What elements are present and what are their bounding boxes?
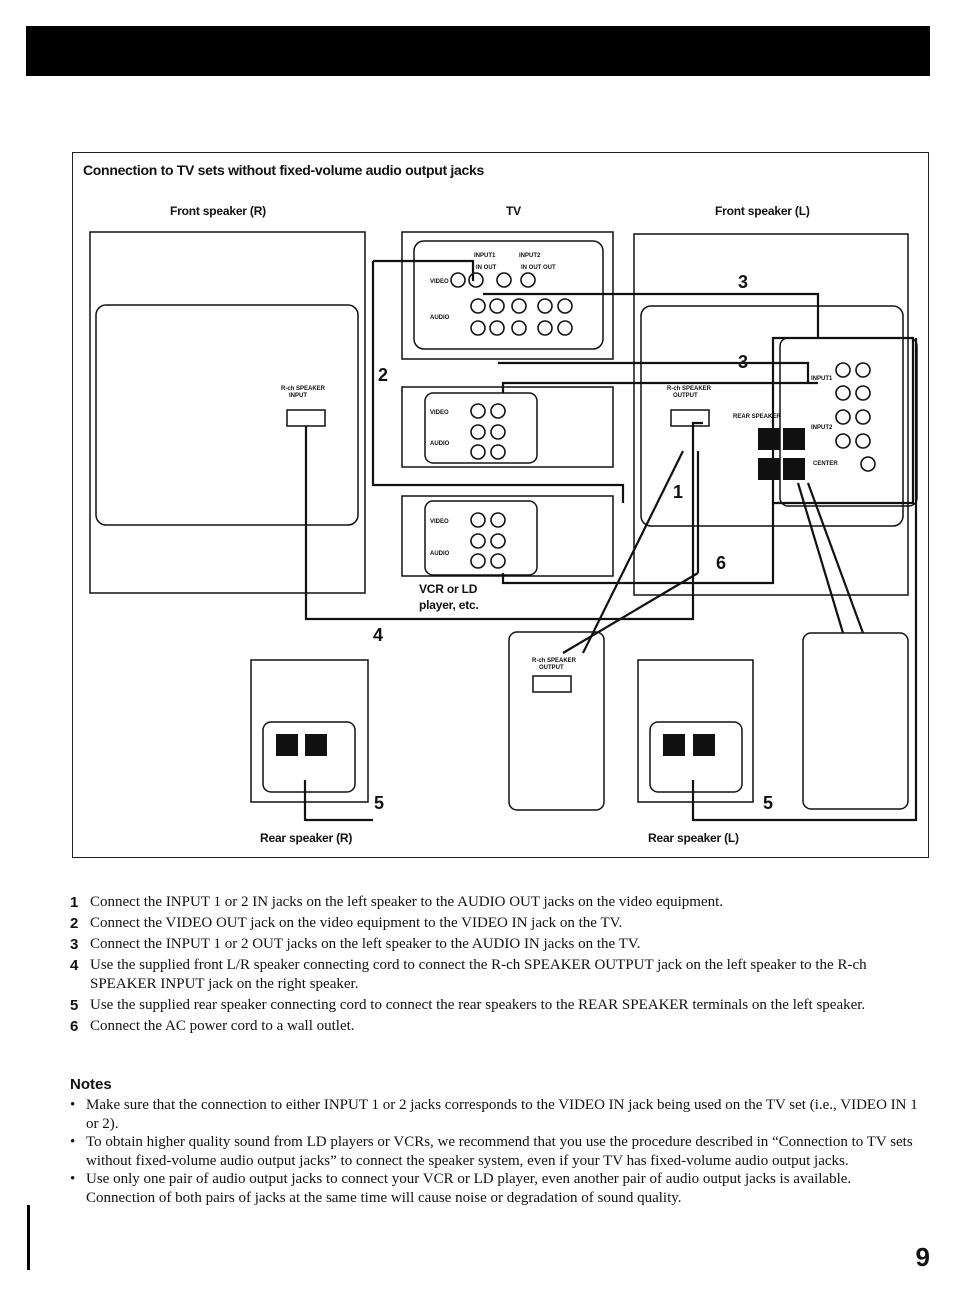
header-bar bbox=[26, 26, 930, 76]
rch-speaker-input-jack bbox=[286, 409, 326, 427]
note-item: • To obtain higher quality sound from LD … bbox=[70, 1133, 920, 1170]
speaker-terminals bbox=[276, 428, 805, 756]
cables bbox=[303, 259, 918, 822]
label-rear-speaker-r: Rear speaker (R) bbox=[260, 831, 353, 845]
svg-text:INPUT2: INPUT2 bbox=[519, 253, 541, 259]
vcr1-panel bbox=[424, 392, 538, 464]
rear-speaker-l-body bbox=[637, 659, 754, 803]
label-front-speaker-r: Front speaker (R) bbox=[170, 204, 266, 218]
step-text: Connect the INPUT 1 or 2 OUT jacks on th… bbox=[90, 936, 641, 952]
step-item: 1 Connect the INPUT 1 or 2 IN jacks on th… bbox=[70, 893, 920, 912]
step-item: 5 Use the supplied rear speaker connectin… bbox=[70, 996, 920, 1015]
svg-text:AUDIO: AUDIO bbox=[430, 551, 450, 557]
diagram-title: Connection to TV sets without fixed-volu… bbox=[83, 162, 484, 178]
note-text: To obtain higher quality sound from LD p… bbox=[86, 1134, 913, 1169]
margin-bar bbox=[27, 1205, 30, 1270]
rear-speaker-r-terminal bbox=[262, 721, 356, 793]
rear-speaker-r-body bbox=[250, 659, 369, 803]
svg-text:3: 3 bbox=[738, 272, 748, 292]
step-text: Use the supplied front L/R speaker conne… bbox=[90, 957, 867, 992]
rch-speaker-output-jack bbox=[670, 409, 710, 427]
vcr2-body bbox=[401, 495, 614, 577]
step-number: 6 bbox=[70, 1018, 79, 1035]
svg-text:INPUT2: INPUT2 bbox=[811, 425, 833, 431]
step-number: 4 bbox=[70, 957, 79, 974]
step-text: Use the supplied rear speaker connecting… bbox=[90, 997, 866, 1013]
front-speaker-r-body bbox=[89, 231, 366, 594]
label-vcr-ld-2: player, etc. bbox=[419, 598, 479, 612]
connection-diagram: Connection to TV sets without fixed-volu… bbox=[72, 152, 929, 858]
notes-list: • Make sure that the connection to either… bbox=[70, 1096, 920, 1207]
svg-text:R-ch SPEAKER: R-ch SPEAKER bbox=[667, 386, 712, 392]
svg-text:IN OUT: IN OUT bbox=[476, 265, 497, 271]
svg-text:R-ch SPEAKER: R-ch SPEAKER bbox=[532, 658, 577, 664]
tv-body bbox=[401, 231, 614, 360]
label-rear-speaker-l: Rear speaker (L) bbox=[648, 831, 739, 845]
step-text: Connect the AC power cord to a wall outl… bbox=[90, 1018, 355, 1034]
step-number: 5 bbox=[70, 997, 79, 1014]
front-speaker-l-body bbox=[633, 233, 909, 596]
svg-text:2: 2 bbox=[378, 365, 388, 385]
svg-text:5: 5 bbox=[763, 793, 773, 813]
note-item: • Make sure that the connection to either… bbox=[70, 1096, 920, 1133]
rch-output-detail bbox=[508, 631, 605, 811]
svg-text:6: 6 bbox=[716, 553, 726, 573]
svg-text:IN OUT OUT: IN OUT OUT bbox=[521, 265, 556, 271]
vcr2-panel bbox=[424, 500, 538, 576]
label-vcr-ld-1: VCR or LD bbox=[419, 582, 478, 596]
svg-text:4: 4 bbox=[373, 625, 383, 645]
step-number: 1 bbox=[70, 894, 79, 911]
svg-text:VIDEO: VIDEO bbox=[430, 279, 449, 285]
svg-text:R-ch SPEAKER: R-ch SPEAKER bbox=[281, 386, 326, 392]
tv-jacks bbox=[450, 272, 876, 569]
step-number: 3 bbox=[70, 936, 79, 953]
steps-list: 1 Connect the INPUT 1 or 2 IN jacks on th… bbox=[70, 893, 920, 1038]
svg-text:INPUT1: INPUT1 bbox=[474, 253, 496, 259]
svg-text:VIDEO: VIDEO bbox=[430, 410, 449, 416]
svg-text:5: 5 bbox=[374, 793, 384, 813]
notes-title: Notes bbox=[70, 1076, 112, 1093]
step-item: 4 Use the supplied front L/R speaker conn… bbox=[70, 956, 920, 994]
svg-text:OUTPUT: OUTPUT bbox=[539, 665, 564, 671]
svg-text:AUDIO: AUDIO bbox=[430, 315, 450, 321]
rear-terminal-detail bbox=[802, 632, 909, 810]
svg-text:REAR SPEAKER: REAR SPEAKER bbox=[733, 414, 781, 420]
bullet-icon: • bbox=[70, 1171, 76, 1187]
page-number: 9 bbox=[915, 1242, 930, 1272]
svg-text:AUDIO: AUDIO bbox=[430, 441, 450, 447]
step-text: Connect the INPUT 1 or 2 IN jacks on the… bbox=[90, 894, 724, 910]
note-text: Use only one pair of audio output jacks … bbox=[86, 1171, 852, 1206]
rear-speaker-l-terminal bbox=[649, 721, 743, 793]
label-tv: TV bbox=[506, 204, 521, 218]
step-item: 6 Connect the AC power cord to a wall out… bbox=[70, 1017, 920, 1036]
svg-text:INPUT1: INPUT1 bbox=[811, 376, 833, 382]
step-text: Connect the VIDEO OUT jack on the video … bbox=[90, 915, 623, 931]
svg-text:CENTER: CENTER bbox=[813, 461, 838, 467]
front-speaker-r-panel bbox=[95, 304, 359, 526]
vcr1-body bbox=[401, 386, 614, 468]
svg-text:INPUT: INPUT bbox=[289, 393, 307, 399]
step-number: 2 bbox=[70, 915, 79, 932]
bullet-icon: • bbox=[70, 1097, 76, 1113]
note-text: Make sure that the connection to either … bbox=[86, 1097, 918, 1132]
svg-text:VIDEO: VIDEO bbox=[430, 519, 449, 525]
step-item: 2 Connect the VIDEO OUT jack on the video… bbox=[70, 914, 920, 933]
label-front-speaker-l: Front speaker (L) bbox=[715, 204, 810, 218]
svg-text:1: 1 bbox=[673, 482, 683, 502]
svg-text:3: 3 bbox=[738, 352, 748, 372]
note-item: • Use only one pair of audio output jacks… bbox=[70, 1170, 920, 1207]
svg-text:OUTPUT: OUTPUT bbox=[673, 393, 698, 399]
step-markers: 2 3 3 1 4 6 5 5 bbox=[373, 272, 773, 813]
step-item: 3 Connect the INPUT 1 or 2 OUT jacks on t… bbox=[70, 935, 920, 954]
bullet-icon: • bbox=[70, 1134, 76, 1150]
